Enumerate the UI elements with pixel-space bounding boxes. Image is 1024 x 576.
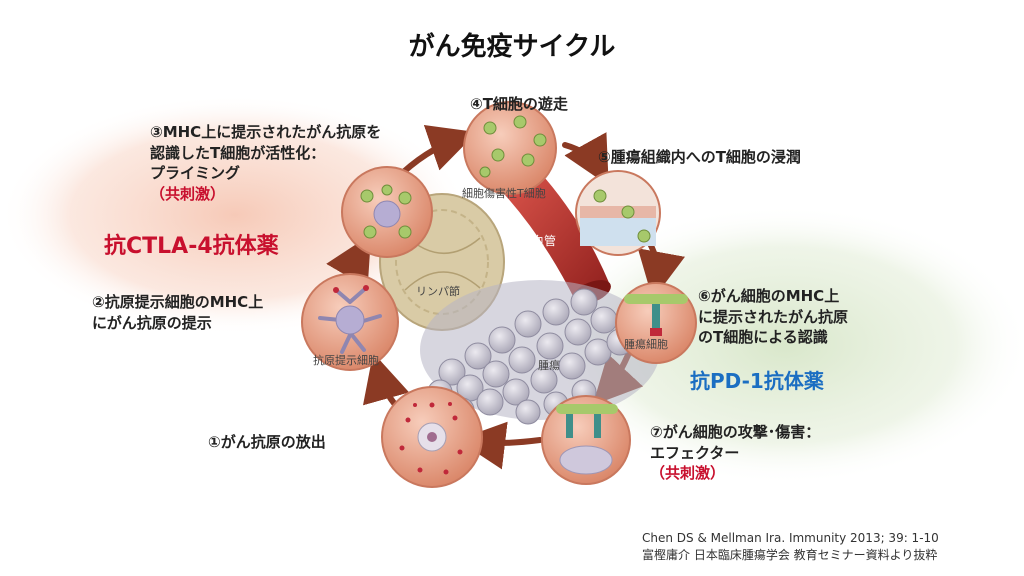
step6-line2: に提示されたがん抗原 [698,307,849,326]
citation-line1: Chen DS & Mellman Ira. Immunity 2013; 39… [642,531,939,545]
vessel-caption: 血管 [532,234,557,248]
page-title: がん免疫サイクル [408,32,616,62]
step3-line1: ③MHC上に提示されたがん抗原を [150,123,382,141]
step1-label: ①がん抗原の放出 [208,433,326,451]
lymph-node-caption: リンパ節 [416,285,460,298]
step3-costim: （共刺激） [150,185,226,204]
step2-line2: にがん抗原の提示 [92,313,212,332]
step3-line3: プライミング [150,164,241,183]
step1-circle [381,386,483,488]
step7-label: ⑦がん細胞の攻撃･傷害： エフェクター （共刺激） [650,422,820,484]
step6-circle [615,282,697,364]
step5-label: ⑤腫瘍組織内へのT細胞の浸潤 [598,148,801,166]
tumor-caption: 腫瘍 [538,359,560,372]
step7-costim: （共刺激） [650,464,726,483]
step2-line1: ②抗原提示細胞のMHC上 [92,293,264,311]
tumor-cell-caption: 腫瘍細胞 [624,338,668,351]
tumor-mass [420,280,660,425]
step7-line1: ⑦がん細胞の攻撃･傷害： [650,423,821,441]
citation: Chen DS & Mellman Ira. Immunity 2013; 39… [642,530,939,565]
step4-label: ④T細胞の遊走 [470,95,568,113]
step2-label: ②抗原提示細胞のMHC上 にがん抗原の提示 [92,292,263,333]
citation-line2: 富樫庸介 日本臨床腫瘍学会 教育セミナー資料より抜粋 [642,548,938,563]
anti-pd1-drug: 抗PD-1抗体薬 [690,369,824,393]
anti-ctla4-drug: 抗CTLA-4抗体薬 [104,234,279,259]
step7-circle [541,395,631,485]
step3-line2: 認識したT細胞が活性化： [150,143,326,162]
apc-caption: 抗原提示細胞 [313,354,379,367]
step6-label: ⑥がん細胞のMHC上 に提示されたがん抗原 のT細胞による認識 [698,286,848,348]
step6-line1: ⑥がん細胞のMHC上 [698,287,840,305]
step3-circle [341,166,433,258]
step5-circle [575,170,661,256]
ctl-caption: 細胞傷害性T細胞 [462,187,546,200]
step7-line2: エフェクター [650,443,740,462]
step4-circle [463,101,557,195]
step2-circle [301,273,399,371]
step3-label: ③MHC上に提示されたがん抗原を 認識したT細胞が活性化： プライミング （共刺… [150,122,381,205]
step6-line3: のT細胞による認識 [698,328,828,347]
